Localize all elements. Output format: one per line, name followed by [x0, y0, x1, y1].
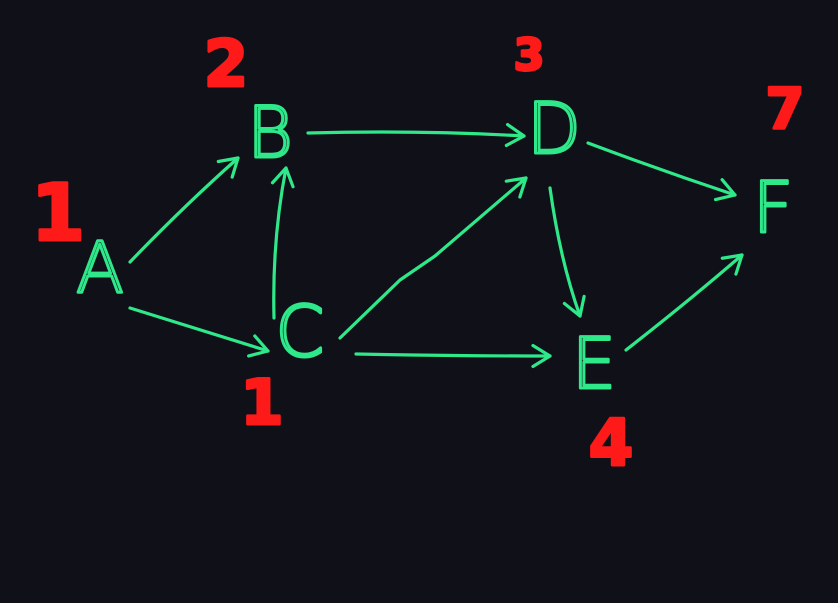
nodes-layer: A B C D E F — [75, 87, 795, 407]
arrowhead-icon — [504, 176, 528, 199]
edge-d-e — [548, 186, 586, 318]
edge-c-b — [270, 166, 295, 320]
node-d: D — [527, 88, 581, 170]
edge-line — [586, 141, 737, 197]
edge-b-d — [306, 122, 526, 148]
edge-c-d — [338, 176, 528, 340]
edge-line — [338, 176, 528, 340]
edge-line — [272, 166, 288, 320]
weight-b: 2 — [204, 28, 249, 102]
edge-a-c — [128, 306, 270, 358]
edge-line — [306, 130, 526, 138]
edge-line — [128, 156, 240, 264]
arrowhead-icon — [713, 178, 737, 202]
weights-layer: 1 2 1 3 4 7 — [29, 27, 806, 483]
arrowhead-icon — [247, 334, 270, 358]
weight-e: 4 — [589, 407, 634, 481]
edge-c-e — [354, 343, 552, 369]
node-c: C — [276, 291, 325, 373]
arrowhead-icon — [216, 156, 240, 179]
edge-d-f — [586, 141, 737, 202]
node-e: E — [572, 323, 616, 405]
edge-a-b — [128, 156, 240, 264]
weight-a: 1 — [31, 169, 85, 259]
arrowhead-icon — [562, 294, 586, 318]
arrowhead-icon — [720, 253, 744, 276]
arrowhead-icon — [270, 166, 295, 189]
weight-c: 1 — [240, 366, 283, 439]
edge-line — [354, 352, 552, 358]
node-b: B — [247, 92, 293, 174]
edges-layer — [128, 122, 744, 369]
edge-line — [624, 253, 744, 352]
node-a: A — [76, 227, 124, 309]
weight-f: 7 — [766, 77, 805, 142]
node-f: F — [753, 167, 793, 249]
edge-e-f — [624, 253, 744, 352]
edge-line — [128, 306, 270, 353]
arrowhead-icon — [531, 343, 552, 369]
weight-d: 3 — [514, 30, 545, 81]
arrowhead-icon — [504, 122, 526, 148]
edge-line — [548, 186, 582, 318]
